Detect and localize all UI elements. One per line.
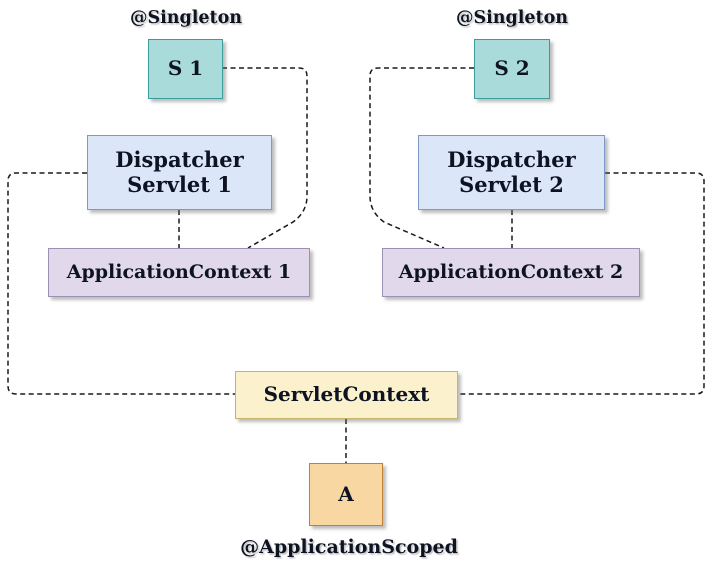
node-s1: S 1 bbox=[148, 39, 223, 99]
node-dispatcher-servlet-2: Dispatcher Servlet 2 bbox=[418, 135, 605, 210]
node-a: A bbox=[309, 463, 383, 526]
node-application-context-1: ApplicationContext 1 bbox=[48, 248, 310, 297]
node-servlet-context: ServletContext bbox=[235, 371, 458, 419]
annotation-singleton-1: @Singleton bbox=[129, 8, 242, 28]
annotation-application-scoped: @ApplicationScoped bbox=[240, 536, 458, 558]
node-dispatcher-servlet-1: Dispatcher Servlet 1 bbox=[87, 135, 272, 210]
edge-dispatcher-servlet-2-to-servlet-context bbox=[458, 172, 705, 395]
edge-dispatcher-servlet-1-to-servlet-context bbox=[7, 172, 235, 395]
annotation-singleton-2: @Singleton bbox=[455, 8, 568, 28]
node-application-context-2: ApplicationContext 2 bbox=[382, 248, 640, 297]
node-s2: S 2 bbox=[474, 39, 550, 99]
edge-s1-to-application-context-1 bbox=[222, 67, 308, 249]
